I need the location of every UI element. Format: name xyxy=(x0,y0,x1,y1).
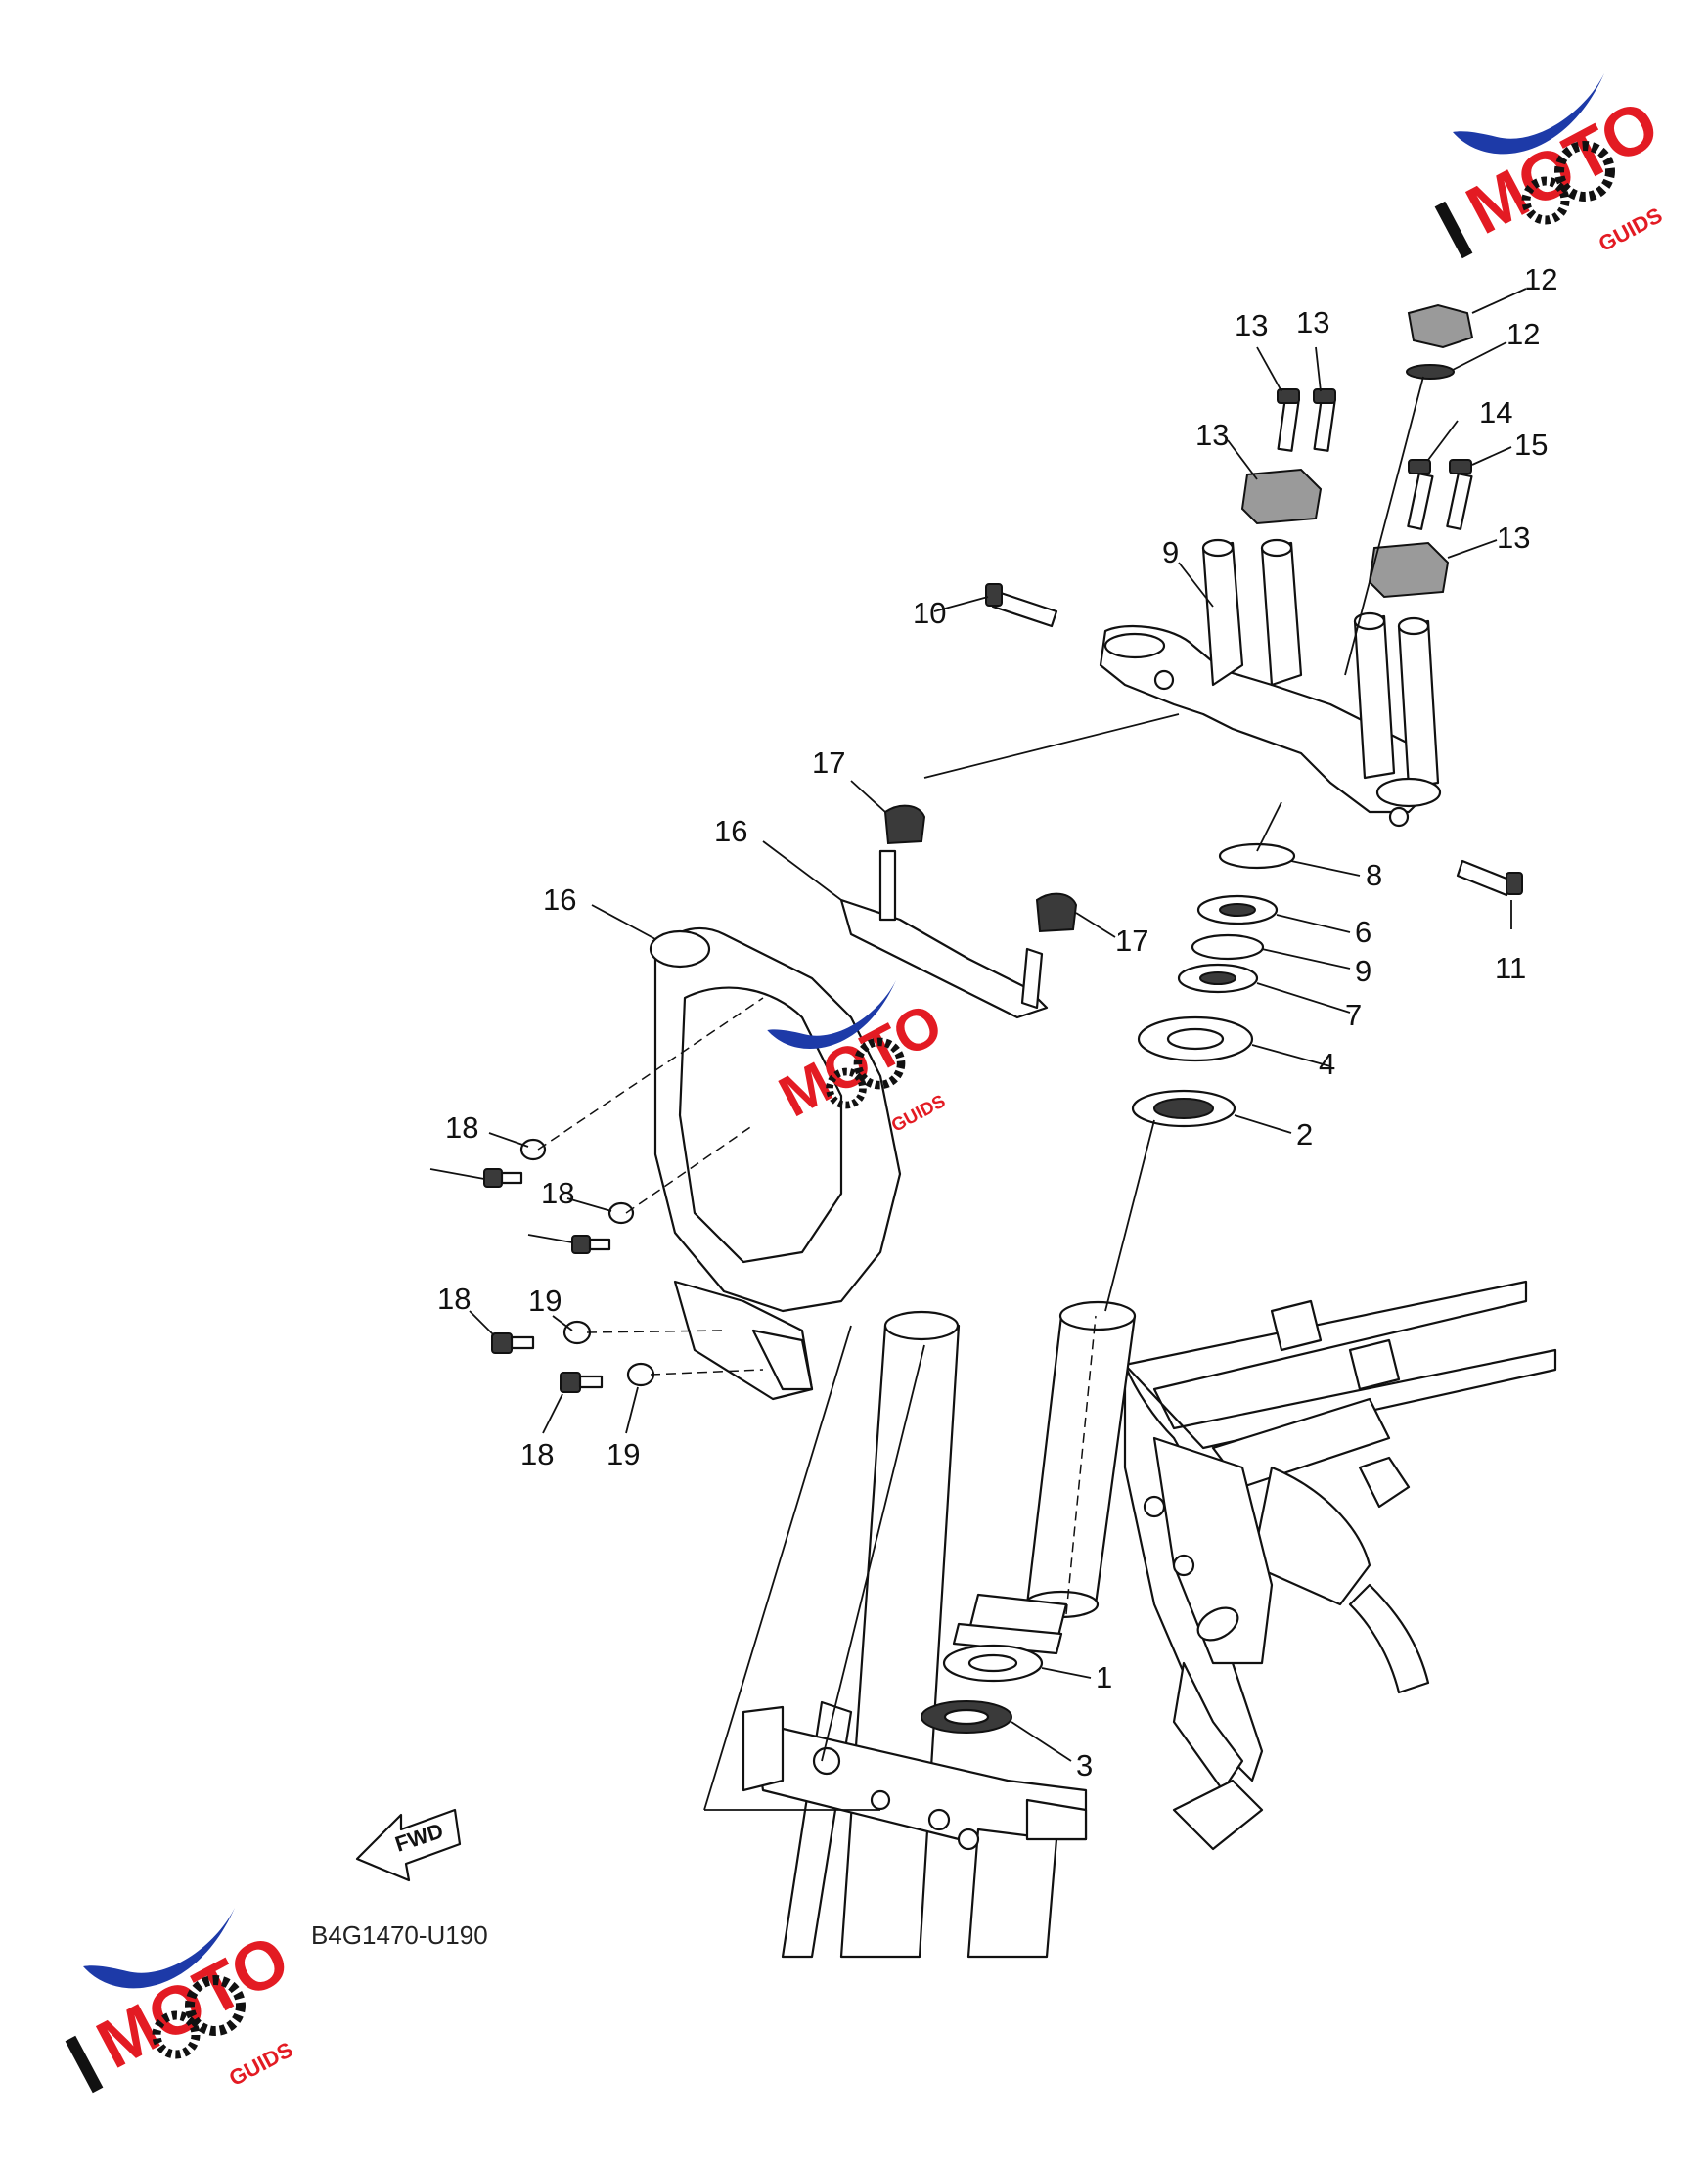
callout-1: 1 xyxy=(1096,1660,1112,1694)
callout-2: 2 xyxy=(1296,1117,1313,1151)
callout-13-b: 13 xyxy=(1296,305,1329,339)
callout-18-d: 19 xyxy=(607,1437,640,1471)
callout-8: 9 xyxy=(1162,535,1179,569)
headlight-body xyxy=(649,926,902,1401)
handlebar-holders xyxy=(1240,468,1450,599)
pinch-bolts xyxy=(985,583,1523,897)
headlight-stay xyxy=(839,804,1078,1019)
callout-6: 8 xyxy=(1366,858,1382,892)
callout-7: 9 xyxy=(1355,954,1371,988)
callout-11: 12 xyxy=(1524,262,1557,296)
callout-13-c: 14 xyxy=(1479,395,1512,429)
callout-17-b: 18 xyxy=(520,1437,554,1471)
callout-18-b: 18 xyxy=(541,1176,574,1210)
callout-16-b: 17 xyxy=(1115,924,1148,958)
callout-12-a: 13 xyxy=(1195,418,1229,452)
brand-logo-top-right: MOTO GUIDS xyxy=(1434,73,1671,259)
callout-12-b: 13 xyxy=(1497,520,1530,555)
callout-9-a: 10 xyxy=(913,596,946,630)
steering-stem xyxy=(952,1300,1137,1655)
callout-13-d: 15 xyxy=(1514,428,1548,462)
upper-bracket xyxy=(1099,538,1442,828)
logo-brand-sub: GUIDS xyxy=(225,2037,296,2091)
fastener-bolts xyxy=(483,1168,611,1393)
callout-13-a: 13 xyxy=(1235,308,1268,342)
callout-10: 12 xyxy=(1506,317,1540,351)
brand-logo-bottom-left: MOTO GUIDS xyxy=(65,1908,301,2094)
holder-bolts xyxy=(1277,388,1473,530)
callout-5-b: 7 xyxy=(1345,998,1362,1032)
bearing-stack xyxy=(921,842,1296,1734)
callout-4: 4 xyxy=(1319,1047,1335,1081)
callout-3: 3 xyxy=(1076,1748,1093,1782)
callout-17-a: 18 xyxy=(437,1282,471,1316)
logo-brand-sub: GUIDS xyxy=(887,1090,948,1135)
callout-5-a: 6 xyxy=(1355,915,1371,949)
callout-18-a: 18 xyxy=(445,1110,478,1145)
stem-nut-and-washer xyxy=(1406,303,1474,380)
logo-brand-sub: GUIDS xyxy=(1595,203,1666,256)
callout-18-c: 19 xyxy=(528,1284,562,1318)
callout-9-b: 11 xyxy=(1495,951,1526,985)
callout-14: 16 xyxy=(714,814,747,848)
motorcycle-frame xyxy=(1123,1280,1557,1851)
diagram-code: B4G1470-U190 xyxy=(311,1920,488,1950)
leader-lines xyxy=(429,288,1527,1811)
callout-labels: 12 12 13 13 14 15 13 13 9 10 11 8 6 9 7 … xyxy=(437,262,1557,1782)
lower-bracket-and-forks xyxy=(742,1310,1088,1959)
fwd-arrow: FWD xyxy=(355,1808,462,1882)
callout-15: 16 xyxy=(543,882,576,917)
callout-16-a: 17 xyxy=(812,745,845,780)
